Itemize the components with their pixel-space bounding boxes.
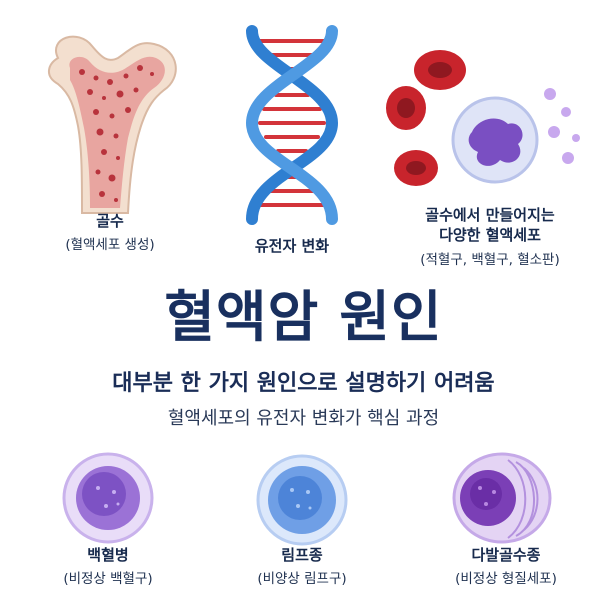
blood-cells-illustration [386,50,580,186]
dna-helix-illustration [245,25,339,225]
blood-cells-title-line2: 다양한 혈액세포 [439,226,541,244]
leukemia-cell-icon [62,452,154,544]
lymphoma-cell-icon [256,454,348,546]
bone-marrow-title: 골수 [96,212,124,230]
lymphoma-subtitle: (비양상 림프구) [257,571,347,587]
leukemia-subtitle: (비정상 백혈구) [63,571,153,587]
blood-cells-title-line1: 골수에서 만들어지는 [425,206,555,224]
myeloma-title: 다발골수종 [471,546,541,564]
bone-marrow-illustration [48,35,177,214]
bone-marrow-subtitle: (혈액세포 생성) [65,237,155,253]
myeloma-subtitle: (비정상 형질세포) [455,571,557,587]
blood-cells-subtitle: (적혈구, 백혈구, 혈소판) [420,252,560,268]
lymphoma-title: 림프종 [281,546,323,564]
page-subtitle: 대부분 한 가지 원인으로 설명하기 어려움 [112,371,495,396]
page-note: 혈액세포의 유전자 변화가 핵심 과정 [167,408,440,429]
gene-change-title: 유전자 변화 [254,237,330,255]
page-title: 혈액암 원인 [164,285,443,349]
leukemia-title: 백혈병 [87,546,129,564]
myeloma-cell-icon [452,452,552,544]
